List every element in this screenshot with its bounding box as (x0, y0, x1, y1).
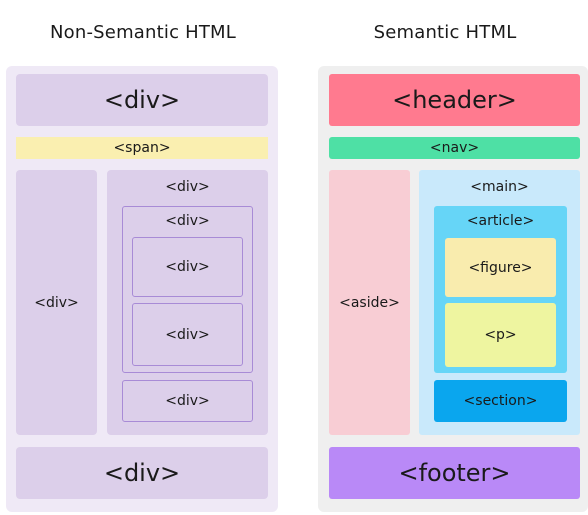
p-block: <p> (445, 303, 556, 367)
aside-block: <aside> (329, 170, 410, 435)
section-label: <section> (463, 393, 538, 409)
nested-div-label-1: <div> (165, 259, 210, 275)
semantic-title: Semantic HTML (373, 21, 517, 43)
footer-block: <footer> (329, 447, 580, 499)
span-label: <span> (113, 140, 171, 156)
lower-div-block: <div> (122, 380, 253, 422)
section-block: <section> (434, 380, 567, 422)
p-label: <p> (484, 327, 517, 343)
header-label: <header> (392, 86, 517, 114)
lower-div-label: <div> (165, 393, 210, 409)
non-semantic-title: Non-Semantic HTML (49, 21, 237, 43)
bottom-div-block: <div> (16, 447, 268, 499)
content-div-label: <div> (165, 179, 210, 195)
footer-label: <footer> (398, 459, 511, 487)
figure-label: <figure> (468, 259, 533, 276)
span-block: <span> (16, 137, 268, 159)
figure-block: <figure> (445, 238, 556, 297)
nav-block: <nav> (329, 137, 580, 159)
nav-label: <nav> (429, 140, 480, 156)
main-label: <main> (470, 179, 529, 195)
inner-div-label: <div> (165, 213, 210, 229)
aside-label: <aside> (339, 294, 400, 311)
top-div-label: <div> (103, 86, 181, 114)
bottom-div-label: <div> (103, 459, 181, 487)
nested-div-block-1: <div> (132, 237, 243, 297)
article-label: <article> (466, 213, 535, 229)
nested-div-block-2: <div> (132, 303, 243, 366)
nested-div-label-2: <div> (165, 326, 210, 343)
side-div-block: <div> (16, 170, 97, 435)
header-block: <header> (329, 74, 580, 126)
side-div-label: <div> (34, 294, 79, 311)
top-div-block: <div> (16, 74, 268, 126)
